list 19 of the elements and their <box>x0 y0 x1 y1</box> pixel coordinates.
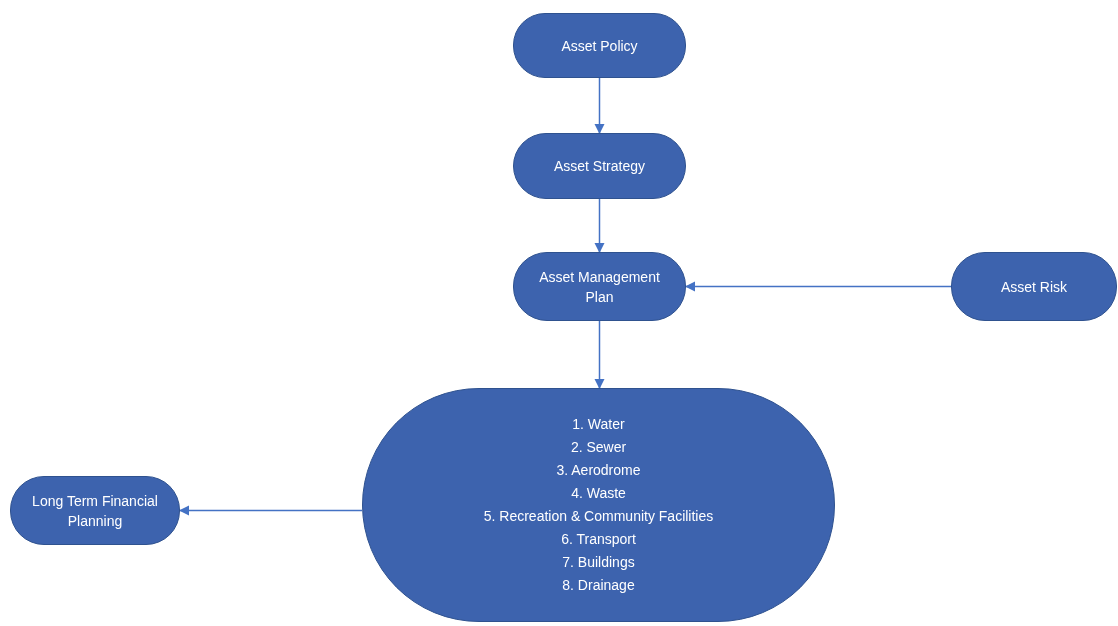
list-item: 7. Buildings <box>562 553 635 572</box>
process-node <box>951 252 1117 321</box>
node-label: Asset Management Plan <box>538 267 661 307</box>
arrow <box>178 505 363 516</box>
node-label: Asset Policy <box>561 36 638 56</box>
list-item: 6. Transport <box>561 530 636 549</box>
list-item: 1. Water <box>572 415 625 434</box>
arrow <box>594 198 605 254</box>
arrow <box>684 281 952 292</box>
arrow <box>594 77 605 135</box>
node-label: Long Term Financial Planning <box>31 491 159 531</box>
list-item: 4. Waste <box>571 484 626 503</box>
list-item: 5. Recreation & Community Facilities <box>483 507 714 526</box>
list-item: 2. Sewer <box>570 438 627 457</box>
node-label: Asset Strategy <box>553 157 645 176</box>
node-label: Asset Risk <box>1000 277 1068 297</box>
list-item: 3. Aerodrome <box>556 461 641 480</box>
list-item: 8. Drainage <box>562 576 635 595</box>
arrow <box>594 320 605 390</box>
